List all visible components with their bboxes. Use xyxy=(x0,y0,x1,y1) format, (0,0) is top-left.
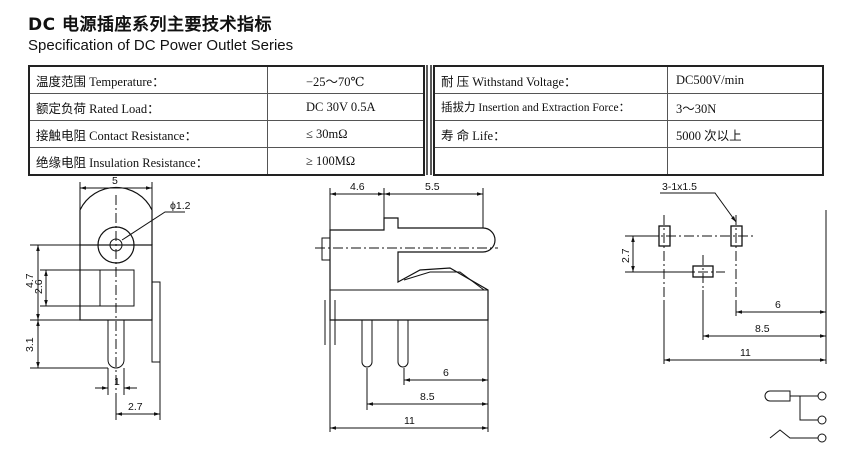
dim-side-left: 4.6 xyxy=(350,181,365,193)
schematic-symbol xyxy=(764,390,827,443)
spec-table-left: 温度范围 Temperature： −25～70℃ 额定负荷 Rated Loa… xyxy=(28,65,425,176)
dim-side-6: 6 xyxy=(443,367,449,379)
page-title-en: Specification of DC Power Outlet Series xyxy=(28,37,294,54)
dim-side-85: 8.5 xyxy=(420,391,435,403)
spec-label: 耐 压 Withstand Voltage： xyxy=(433,65,668,94)
dim-fp-27: 2.7 xyxy=(620,248,632,263)
spec-label: 寿 命 Life： xyxy=(433,120,668,148)
spec-value: ≤ 30mΩ xyxy=(267,120,425,148)
spec-table-right: 耐 压 Withstand Voltage： DC500V/min 插拔力 In… xyxy=(433,65,824,176)
spec-label: 绝缘电阻 Insulation Resistance： xyxy=(28,147,268,176)
spec-value: 3～30N xyxy=(667,93,824,121)
spec-label xyxy=(433,147,668,176)
dim-fp-holes: 3-1x1.5 xyxy=(662,181,697,193)
spec-row xyxy=(433,147,824,176)
spec-row: 绝缘电阻 Insulation Resistance： ≥ 100MΩ xyxy=(28,147,425,176)
spec-value: 5000 次以上 xyxy=(667,120,824,148)
table-divider xyxy=(426,65,432,175)
dim-fp-6: 6 xyxy=(775,299,781,311)
dim-side-right: 5.5 xyxy=(425,181,440,193)
spec-row: 插拔力 Insertion and Extraction Force： 3～30… xyxy=(433,93,824,121)
page-title-cn: DC 电源插座系列主要技术指标 xyxy=(28,15,273,35)
dim-front-hole: ϕ1.2 xyxy=(170,200,191,212)
dim-front-pin-off: 2.7 xyxy=(128,401,143,413)
dim-front-h-inner: 2.6 xyxy=(33,279,45,294)
dim-fp-11: 11 xyxy=(740,347,751,359)
spec-row: 寿 命 Life： 5000 次以上 xyxy=(433,120,824,148)
spec-value xyxy=(667,147,824,176)
side-view xyxy=(315,188,498,432)
pcb-footprint xyxy=(625,192,827,364)
spec-label: 插拔力 Insertion and Extraction Force： xyxy=(433,93,668,121)
spec-value: DC500V/min xyxy=(667,65,824,94)
dim-side-11: 11 xyxy=(404,415,415,427)
spec-value: DC 30V 0.5A xyxy=(267,93,425,121)
spec-value: ≥ 100MΩ xyxy=(267,147,425,176)
spec-value: −25～70℃ xyxy=(267,65,425,94)
front-view xyxy=(30,182,185,420)
spec-label: 接触电阻 Contact Resistance： xyxy=(28,120,268,148)
spec-table-wrap: 温度范围 Temperature： −25～70℃ 额定负荷 Rated Loa… xyxy=(28,65,824,176)
dim-front-pin-w: 1 xyxy=(114,376,120,388)
dim-front-h-pin: 3.1 xyxy=(24,337,36,352)
dim-front-width: 5 xyxy=(112,175,118,187)
spec-row: 耐 压 Withstand Voltage： DC500V/min xyxy=(433,65,824,94)
spec-row: 接触电阻 Contact Resistance： ≤ 30mΩ xyxy=(28,120,425,148)
dim-fp-85: 8.5 xyxy=(755,323,770,335)
dim-front-h-left: 4.7 xyxy=(24,273,36,288)
